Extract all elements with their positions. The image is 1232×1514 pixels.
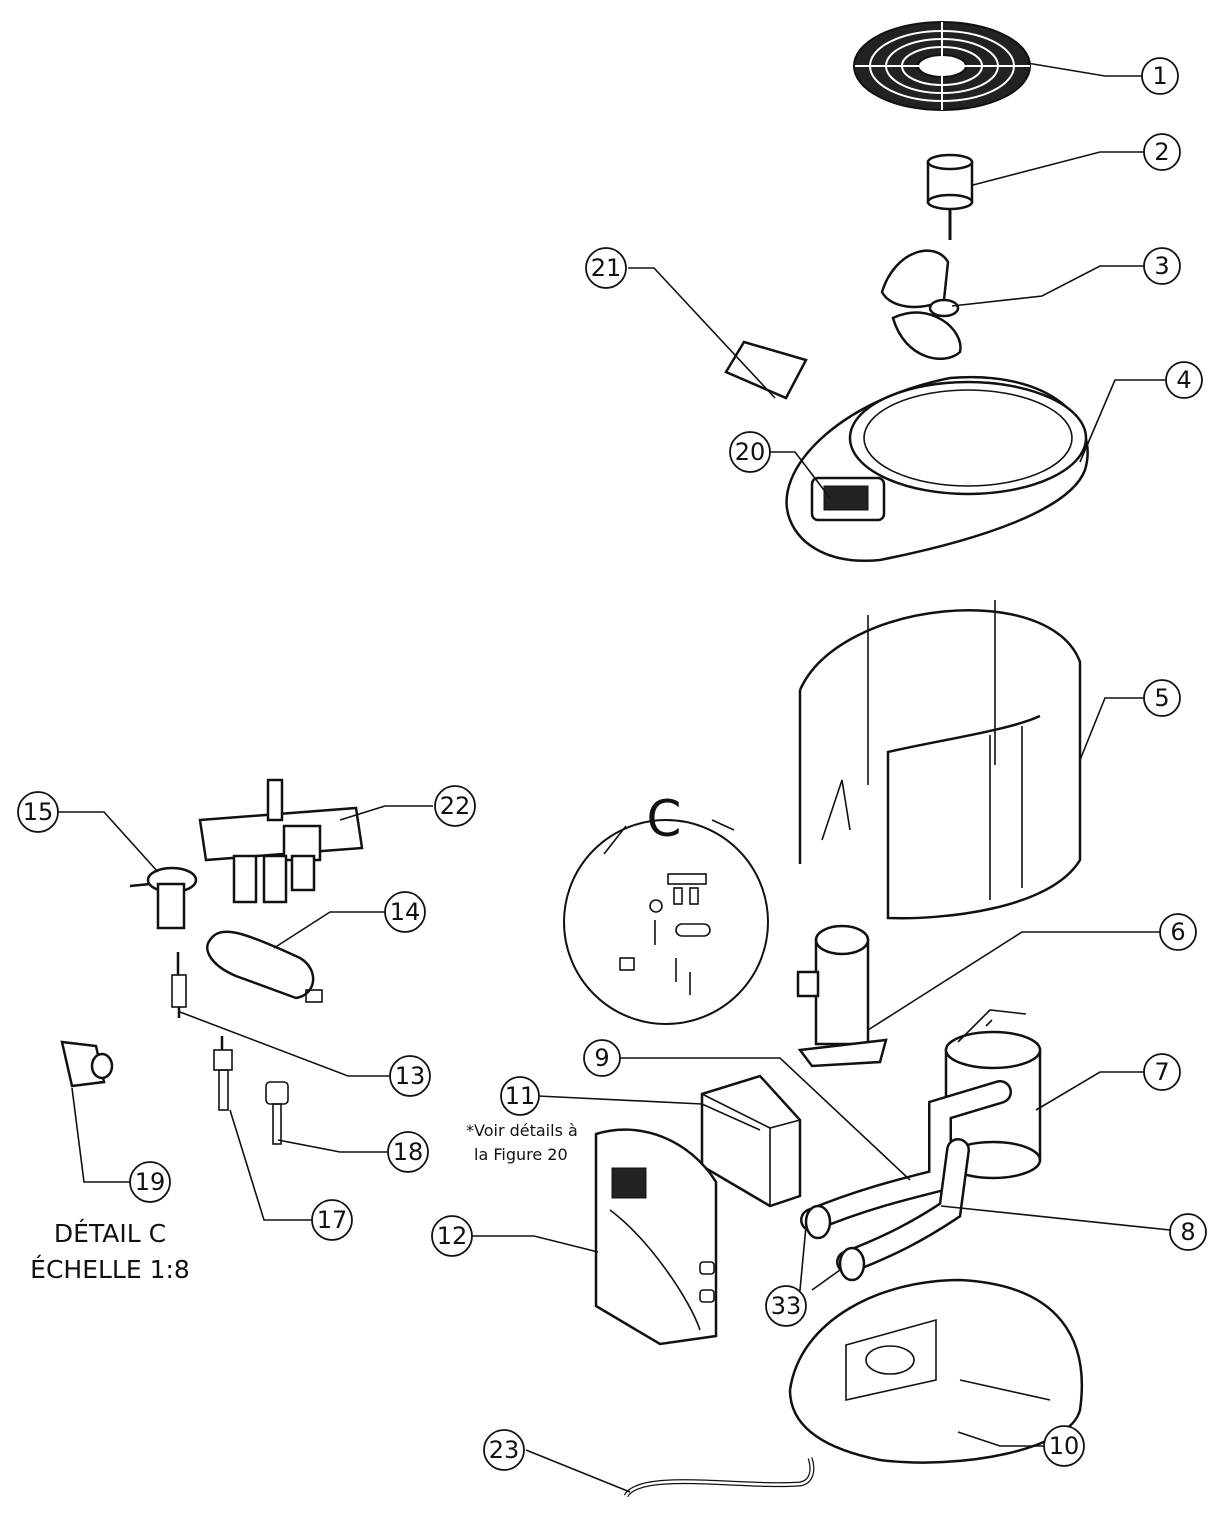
callout-10: 10 — [1043, 1425, 1085, 1467]
wiring-harness — [623, 1457, 815, 1498]
callout-label: 22 — [440, 792, 471, 820]
callout-label: 9 — [594, 1044, 609, 1072]
callout-label: 2 — [1154, 138, 1169, 166]
detail-title: DÉTAIL C — [54, 1219, 166, 1248]
callout-label: 17 — [317, 1206, 348, 1234]
manifold-valve — [198, 778, 364, 904]
flow-switch — [60, 1040, 114, 1088]
figure-note-line1: *Voir détails à — [466, 1121, 578, 1140]
callout-6: 6 — [1159, 913, 1197, 951]
callout-12: 12 — [431, 1215, 473, 1257]
callout-label: 6 — [1170, 918, 1185, 946]
control-cover — [724, 340, 808, 400]
callout-label: 8 — [1180, 1218, 1195, 1246]
pressure-switch — [213, 1036, 233, 1111]
callout-1: 1 — [1141, 57, 1179, 95]
callout-23: 23 — [483, 1429, 525, 1471]
callout-label: 5 — [1154, 684, 1169, 712]
fan-guard-grille — [853, 21, 1031, 111]
callout-20: 20 — [729, 431, 771, 473]
base-pan — [788, 1278, 1084, 1464]
callout-label: 23 — [489, 1436, 520, 1464]
top-cover — [785, 375, 1089, 563]
water-pipes — [800, 1080, 1012, 1282]
pressure-switch-2 — [265, 1081, 289, 1145]
fan-motor — [926, 153, 974, 240]
callout-4: 4 — [1165, 361, 1203, 399]
callout-13: 13 — [389, 1055, 431, 1097]
figure-note-line2: la Figure 20 — [474, 1145, 568, 1164]
callout-21: 21 — [585, 247, 627, 289]
callout-7: 7 — [1143, 1053, 1181, 1091]
callout-5: 5 — [1143, 679, 1181, 717]
callout-label: 20 — [735, 438, 766, 466]
callout-label: 13 — [395, 1062, 426, 1090]
front-panel — [594, 1128, 718, 1346]
detail-scale: ÉCHELLE 1:8 — [30, 1255, 190, 1284]
temperature-sensor — [171, 952, 187, 1018]
callout-label: 3 — [1154, 252, 1169, 280]
callout-label: 1 — [1152, 62, 1167, 90]
leader-lines — [58, 62, 1171, 1493]
callout-label: 11 — [505, 1082, 536, 1110]
compressor — [796, 924, 888, 1068]
callout-label: 7 — [1154, 1058, 1169, 1086]
callout-17: 17 — [311, 1199, 353, 1241]
callout-2: 2 — [1143, 133, 1181, 171]
callout-15: 15 — [17, 791, 59, 833]
detail-letter: C — [647, 790, 682, 848]
callout-14: 14 — [384, 891, 426, 933]
callout-22: 22 — [434, 785, 476, 827]
detail-c-view: C — [563, 790, 769, 1025]
callout-8: 8 — [1169, 1213, 1207, 1251]
callout-label: 15 — [23, 798, 54, 826]
callout-18: 18 — [387, 1131, 429, 1173]
callout-label: 33 — [771, 1292, 802, 1320]
callout-9: 9 — [583, 1039, 621, 1077]
callout-label: 14 — [390, 898, 421, 926]
callout-11: 11 — [500, 1076, 540, 1116]
callout-33: 33 — [765, 1285, 807, 1327]
callout-label: 18 — [393, 1138, 424, 1166]
callout-label: 12 — [437, 1222, 468, 1250]
callout-3: 3 — [1143, 247, 1181, 285]
callout-label: 21 — [591, 254, 622, 282]
callout-label: 4 — [1176, 366, 1191, 394]
expansion-valve — [129, 866, 198, 930]
callout-label: 19 — [135, 1168, 166, 1196]
callout-label: 10 — [1049, 1432, 1080, 1460]
fan-blade — [880, 249, 962, 360]
callout-19: 19 — [129, 1161, 171, 1203]
filter-drier — [206, 930, 323, 1003]
panel-enclosure — [798, 600, 1082, 920]
